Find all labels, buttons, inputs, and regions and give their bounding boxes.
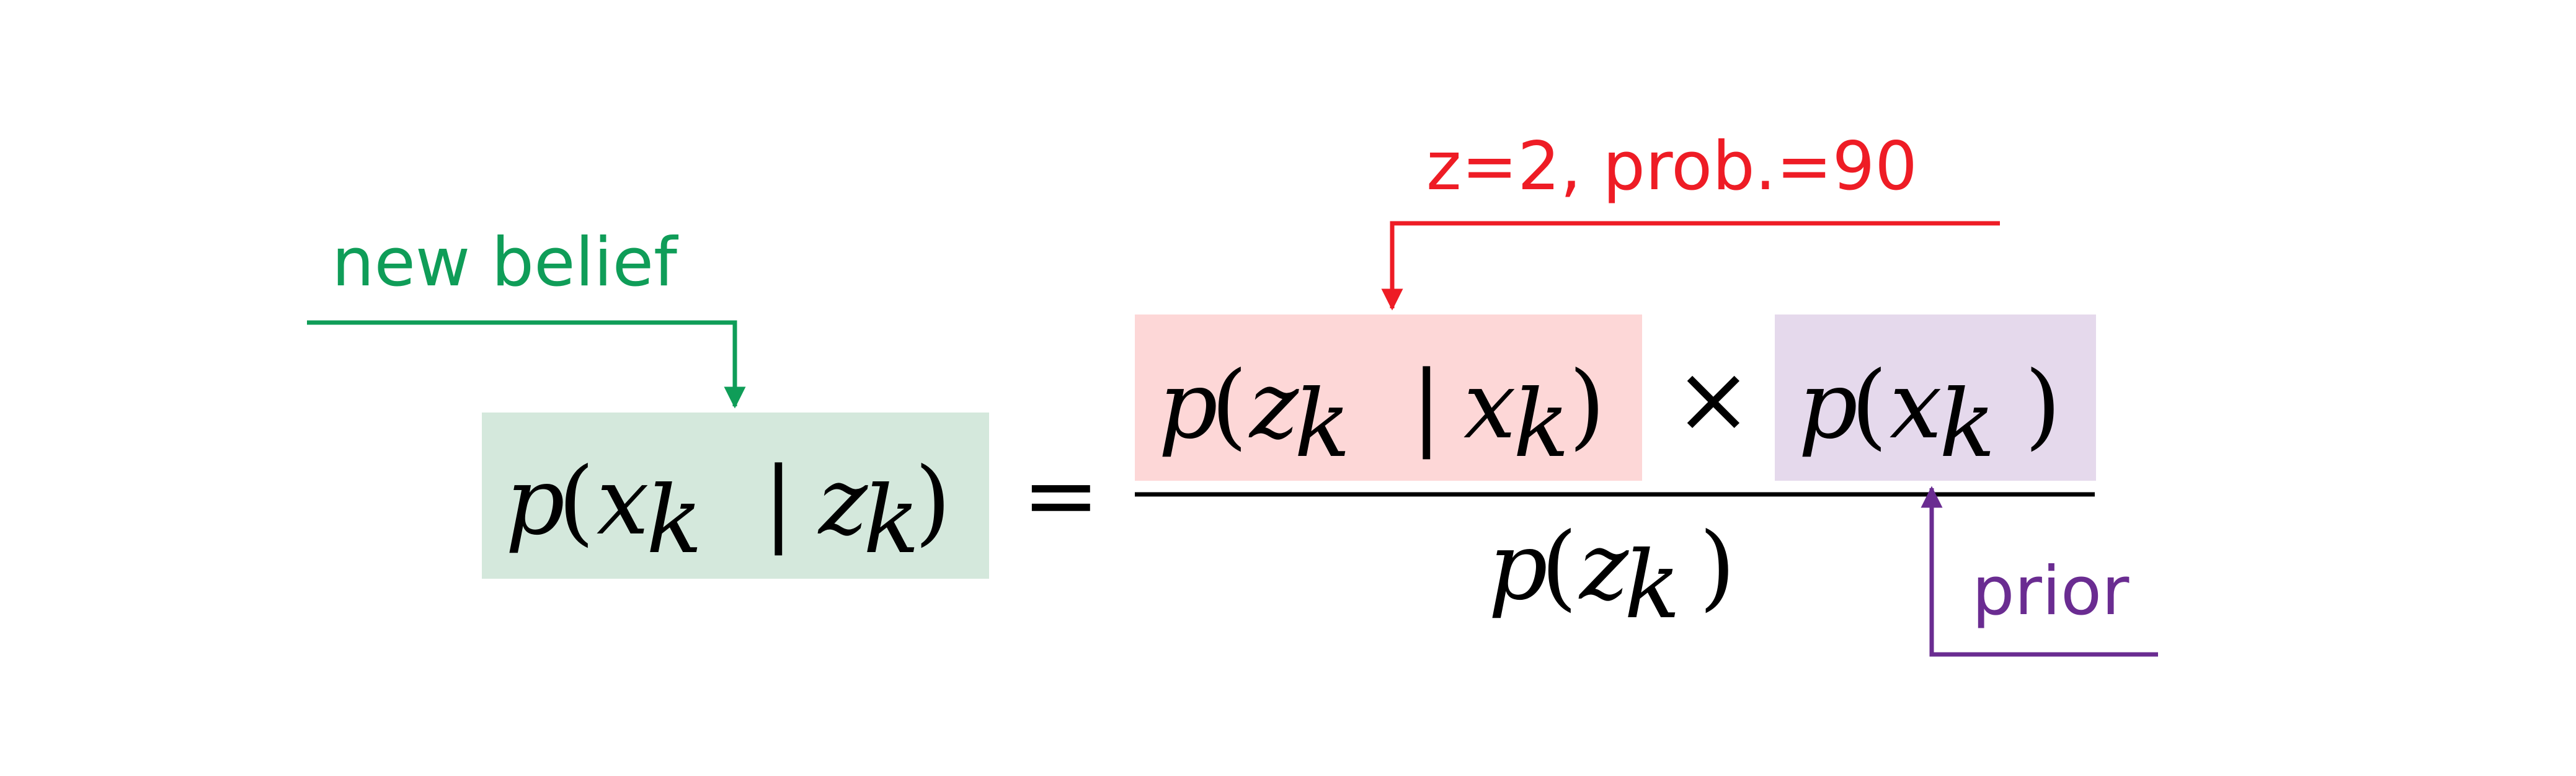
prior-arrow: [1921, 486, 2158, 657]
evidence-term: p ( z k ): [1488, 513, 1736, 640]
prior-label: prior: [1972, 553, 2130, 630]
likelihood-highlight-box: [1135, 314, 1642, 481]
svg-text:k: k: [646, 466, 703, 574]
svg-text:(: (: [558, 448, 595, 556]
posterior-highlight-box: [482, 413, 989, 579]
times-sign: ×: [1674, 346, 1752, 453]
svg-text:|: |: [1411, 352, 1442, 460]
svg-text:): ): [2025, 352, 2061, 460]
new-belief-arrow: [307, 320, 746, 409]
svg-text:p: p: [1488, 513, 1548, 621]
svg-text:p: p: [1158, 352, 1218, 460]
svg-text:): ): [1699, 513, 1736, 621]
svg-text:(: (: [1211, 352, 1248, 460]
svg-text:x: x: [1890, 352, 1942, 460]
svg-text:): ): [1569, 352, 1606, 460]
svg-text:k: k: [1624, 532, 1681, 640]
svg-text:z: z: [1578, 513, 1629, 621]
svg-text:z: z: [817, 448, 868, 556]
svg-text:p: p: [1798, 352, 1858, 460]
svg-text:x: x: [597, 448, 649, 556]
equals-sign: =: [1022, 442, 1100, 550]
svg-text:): ): [915, 448, 951, 556]
svg-text:(: (: [1851, 352, 1888, 460]
new-belief-label: new belief: [332, 224, 679, 301]
likelihood-term: p ( z k | x k ): [1158, 352, 1606, 478]
posterior-term: p ( x k | z k ): [505, 448, 951, 574]
svg-text:k: k: [1513, 370, 1570, 478]
svg-text:(: (: [1541, 513, 1578, 621]
svg-text:k: k: [1294, 370, 1351, 478]
observation-label: z=2, prob.=90: [1426, 128, 1917, 205]
svg-text:|: |: [763, 448, 794, 556]
svg-text:k: k: [1939, 370, 1996, 478]
svg-text:z: z: [1248, 352, 1299, 460]
svg-text:k: k: [863, 466, 920, 574]
svg-text:x: x: [1463, 352, 1516, 460]
prior-highlight-box: [1775, 314, 2096, 481]
observation-arrow: [1381, 221, 2000, 311]
svg-text:p: p: [505, 448, 565, 556]
prior-term: p ( x k ): [1798, 352, 2061, 478]
